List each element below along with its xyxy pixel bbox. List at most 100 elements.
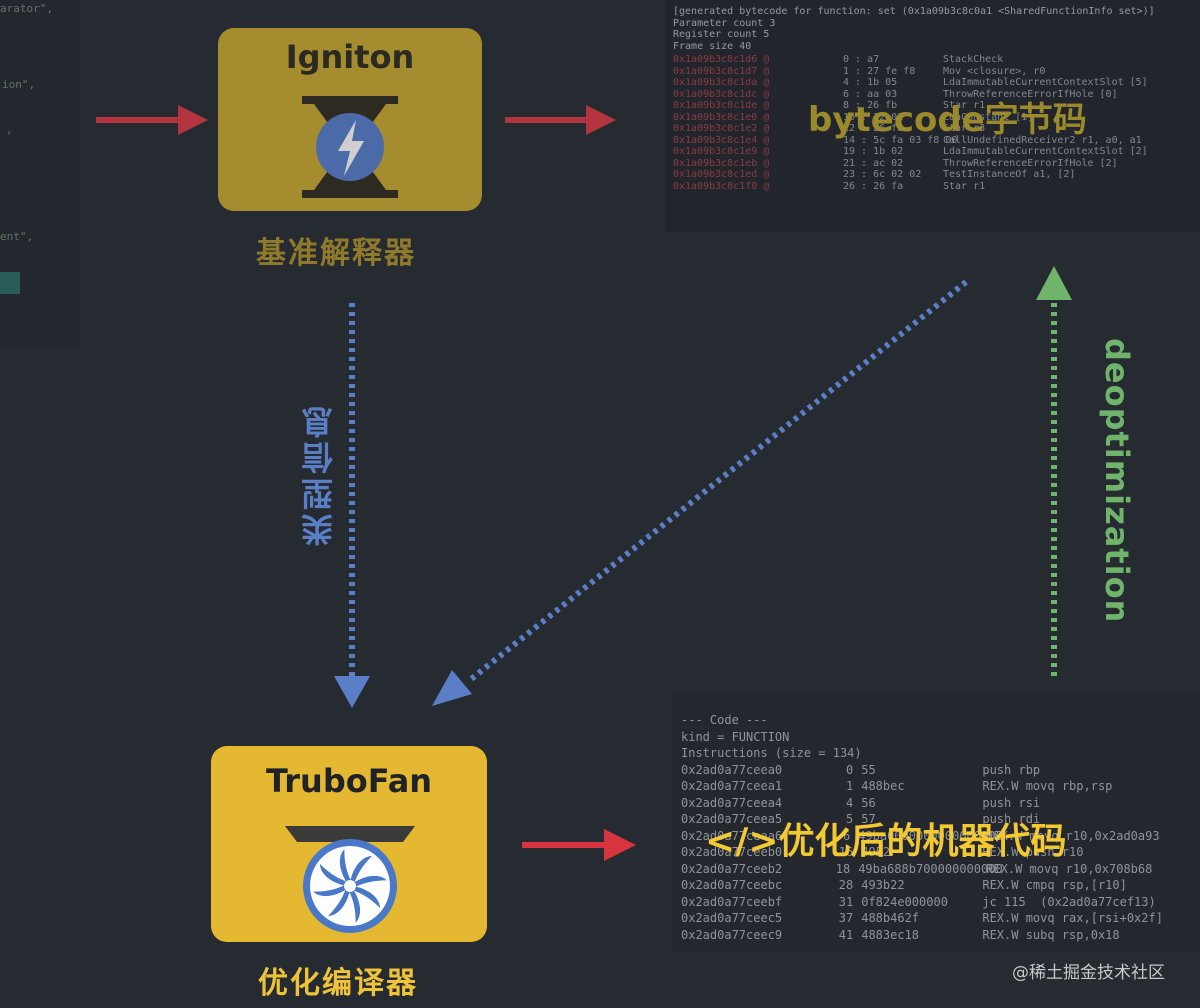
machine-hex: 488b462f: [861, 911, 920, 925]
machine-code-header: --- Code --- kind = FUNCTION Instructions …: [681, 712, 1200, 762]
machine-hex: 493b22: [861, 878, 905, 892]
bytecode-header-line: [generated bytecode for function: set (0…: [673, 6, 1155, 17]
machine-code-label: </>优化后的机器代码: [705, 821, 1067, 862]
turbofan-box: TruboFan: [211, 746, 487, 942]
bytecode-bytes: 26 : 26 fa: [843, 180, 904, 192]
machine-off: 1: [845, 779, 854, 793]
machine-addr: 0x2ad0a77ceea1: [681, 779, 783, 793]
machine-code-panel: --- Code --- kind = FUNCTION Instructions …: [672, 690, 1200, 952]
bytecode-addr: 0x1a09b3c8c1e0 @: [673, 111, 770, 123]
bytecode-addr: 0x1a09b3c8c1eb @: [673, 157, 770, 169]
machine-ins: REX.W movq rax,[rsi+0x2f]: [982, 911, 1163, 925]
machine-row: 0x2ad0a77ceea4 4 56 push rsi: [681, 795, 1200, 812]
code-line: ,: [6, 123, 13, 136]
machine-ins: push rsi: [982, 795, 1041, 810]
machine-header-line: Instructions (size = 134): [681, 746, 862, 760]
machine-ins: REX.W movq rbp,rsp: [982, 779, 1113, 793]
machine-off: 4: [845, 795, 854, 810]
machine-off: 28: [838, 878, 854, 892]
bytecode-panel: [generated bytecode for function: set (0…: [665, 0, 1200, 232]
bytecode-ins: Star r1: [943, 100, 986, 111]
machine-off: 31: [838, 894, 854, 909]
bytecode-ins: CallUndefinedReceiver2 r1, a0, a1: [943, 134, 1142, 146]
bytecode-bytes: 4 : 1b 05: [843, 77, 898, 88]
bytecode-bytes: 6 : aa 03: [843, 88, 898, 100]
machine-off: 18: [835, 861, 851, 876]
code-line: arator",: [0, 2, 53, 15]
deoptimization-arrow: [1036, 266, 1072, 676]
bytecode-row: 0x1a09b3c8c1d7 @ 1 : 27 fe f8 Mov <closure…: [673, 66, 1200, 78]
machine-addr: 0x2ad0a77ceea6: [681, 828, 783, 843]
machine-ins: REX.W push r10: [982, 845, 1084, 859]
ignition-caption: 基准解释器: [256, 236, 416, 271]
machine-ins: jc 115 (0x2ad0a77cef13): [982, 894, 1156, 909]
bytecode-header-line: Register count 5: [673, 29, 770, 40]
bytecode-header-line: Parameter count 3: [673, 17, 776, 29]
turbofan-title: TruboFan: [265, 762, 433, 800]
bytecode-addr: 0x1a09b3c8c1ed @: [673, 169, 770, 180]
machine-hex: 49ba688b700000000000: [858, 861, 1003, 876]
source-to-ignition-arrow: [96, 105, 208, 135]
machine-off: 16: [838, 845, 854, 859]
machine-hex: 57: [861, 812, 876, 826]
machine-addr: 0x2ad0a77ceebf: [681, 894, 783, 909]
bytecode-ins: TestInstanceOf a1, [2]: [943, 169, 1076, 180]
bytecode-addr: 0x1a09b3c8c1d7 @: [673, 65, 770, 77]
left-code-panel: arator", ion", , ent",: [0, 0, 80, 350]
bytecode-ins: LdaImmutableCurrentContextSlot [2]: [943, 146, 1148, 157]
machine-hex: 488bec: [861, 779, 905, 793]
bytecode-ins: LdaConstant [1]: [943, 111, 1034, 123]
bytecode-ins: ThrowReferenceErrorIfHole [0]: [943, 88, 1118, 100]
bytecode-bytes: 19 : 1b 02: [843, 146, 904, 157]
machine-hex: 4883ec18: [861, 927, 920, 942]
machine-header-line: kind = FUNCTION: [681, 729, 790, 744]
machine-addr: 0x2ad0a77ceeb0: [681, 845, 783, 859]
bytecode-bytes: 23 : 6c 02 02: [843, 169, 922, 180]
code-glyph: [0, 272, 20, 294]
bytecode-addr: 0x1a09b3c8c1e2 @: [673, 123, 770, 134]
machine-addr: 0x2ad0a77ceec9: [681, 927, 783, 942]
machine-row: 0x2ad0a77ceec9 41 4883ec18 REX.W subq rsp,0…: [681, 927, 1200, 944]
bytecode-addr: 0x1a09b3c8c1f0 @: [673, 180, 770, 192]
machine-hex: 49ba0000000000000000: [858, 828, 1003, 843]
bytecode-bytes: 14 : 5c fa 03 f8 00: [843, 134, 958, 146]
machine-off: 37: [838, 911, 854, 925]
machine-hex: 56: [861, 795, 876, 810]
bytecode-addr: 0x1a09b3c8c1e9 @: [673, 146, 770, 157]
machine-header-line: --- Code ---: [681, 713, 768, 727]
machine-hex: 55: [861, 762, 876, 777]
bytecode-bytes: 10 : 12 01: [843, 111, 904, 123]
machine-off: 0: [845, 762, 854, 777]
bytecode-addr: 0x1a09b3c8c1d6 @: [673, 54, 770, 65]
machine-addr: 0x2ad0a77ceea0: [681, 762, 783, 777]
machine-addr: 0x2ad0a77ceea5: [681, 812, 783, 826]
turbofan-to-machinecode-arrow: [522, 829, 636, 861]
bytecode-ins: ThrowReferenceErrorIfHole [2]: [943, 157, 1118, 169]
machine-ins: REX.W movq r10,0x708b68: [986, 861, 1153, 876]
deopt-label: deoptimization: [1098, 338, 1136, 624]
code-line: ent",: [0, 230, 34, 243]
ignition-bolt-icon: [302, 96, 398, 198]
bytecode-header-line: Frame size 40: [673, 40, 752, 52]
watermark: @稀土掘金技术社区: [1012, 963, 1165, 983]
machine-addr: 0x2ad0a77ceebc: [681, 878, 783, 892]
machine-ins: REX.W subq rsp,0x18: [982, 927, 1120, 942]
bytecode-addr: 0x1a09b3c8c1e4 @: [673, 134, 770, 146]
bytecode-header: [generated bytecode for function: set (0…: [673, 6, 1200, 52]
bytecode-bytes: 8 : 26 fb: [843, 100, 898, 111]
ignition-to-bytecode-arrow: [505, 105, 616, 135]
machine-addr: 0x2ad0a77ceea4: [681, 795, 783, 810]
bytecode-bytes: 1 : 27 fe f8: [843, 65, 916, 77]
machine-off: 41: [838, 927, 854, 942]
bytecode-ins: Mov <closure>, r0: [943, 65, 1046, 77]
bytecode-row: 0x1a09b3c8c1ed @ 23 : 6c 02 02 TestInstanc…: [673, 169, 1200, 181]
